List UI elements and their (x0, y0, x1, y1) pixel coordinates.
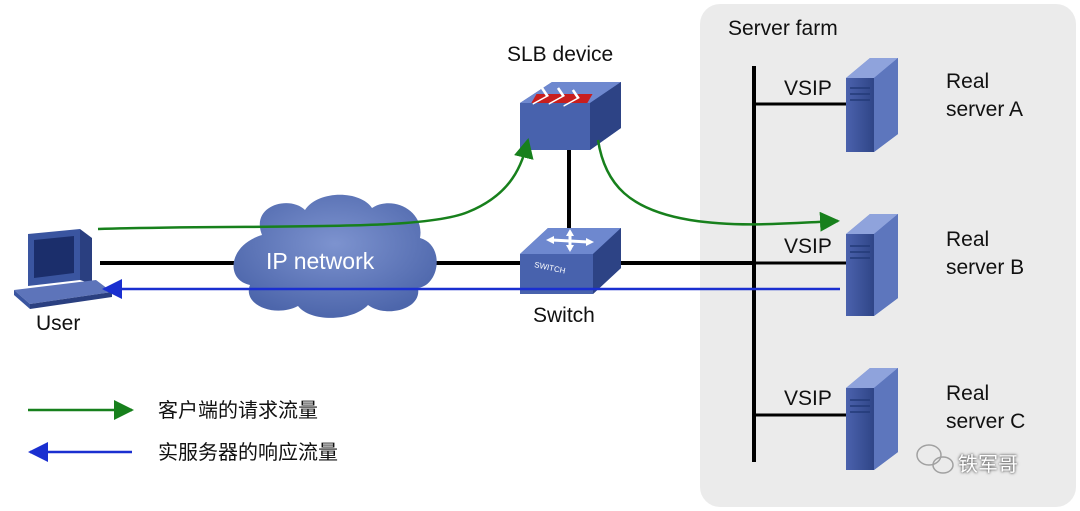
server-a-name: Real server A (946, 68, 1023, 124)
user-computer-icon (14, 229, 112, 309)
server-a-name-line2: server A (946, 98, 1024, 121)
vsip-label-a: VSIP (784, 77, 832, 100)
server-b-name-line2: server B (946, 256, 1025, 279)
wechat-logo-icon (916, 444, 954, 474)
server-c-name: Real server C (946, 380, 1025, 436)
slb-device-label: SLB device (507, 43, 614, 66)
legend-response-text: 实服务器的响应流量 (158, 440, 338, 464)
server-c-name-line1: Real (946, 382, 990, 405)
switch-icon: SWITCH (520, 228, 621, 294)
server-c-name-line2: server C (946, 410, 1026, 433)
request-flow-to-server (596, 139, 840, 232)
server-b-icon (846, 214, 898, 316)
server-b-name-line1: Real (946, 228, 990, 251)
cloud-label: IP network (266, 248, 375, 274)
server-a-name-line1: Real (946, 70, 990, 93)
request-flow-to-slb (97, 138, 534, 231)
switch-label: Switch (533, 304, 595, 327)
watermark-text: 铁军哥 (958, 452, 1018, 476)
server-a-icon (846, 58, 898, 152)
server-c-icon (846, 368, 898, 470)
vsip-label-c: VSIP (784, 387, 832, 410)
vsip-label-b: VSIP (784, 235, 832, 258)
server-farm-title: Server farm (728, 17, 838, 40)
legend-request-text: 客户端的请求流量 (158, 398, 318, 422)
server-b-name: Real server B (946, 226, 1024, 282)
user-label: User (36, 312, 81, 335)
slb-device-icon (520, 82, 621, 150)
